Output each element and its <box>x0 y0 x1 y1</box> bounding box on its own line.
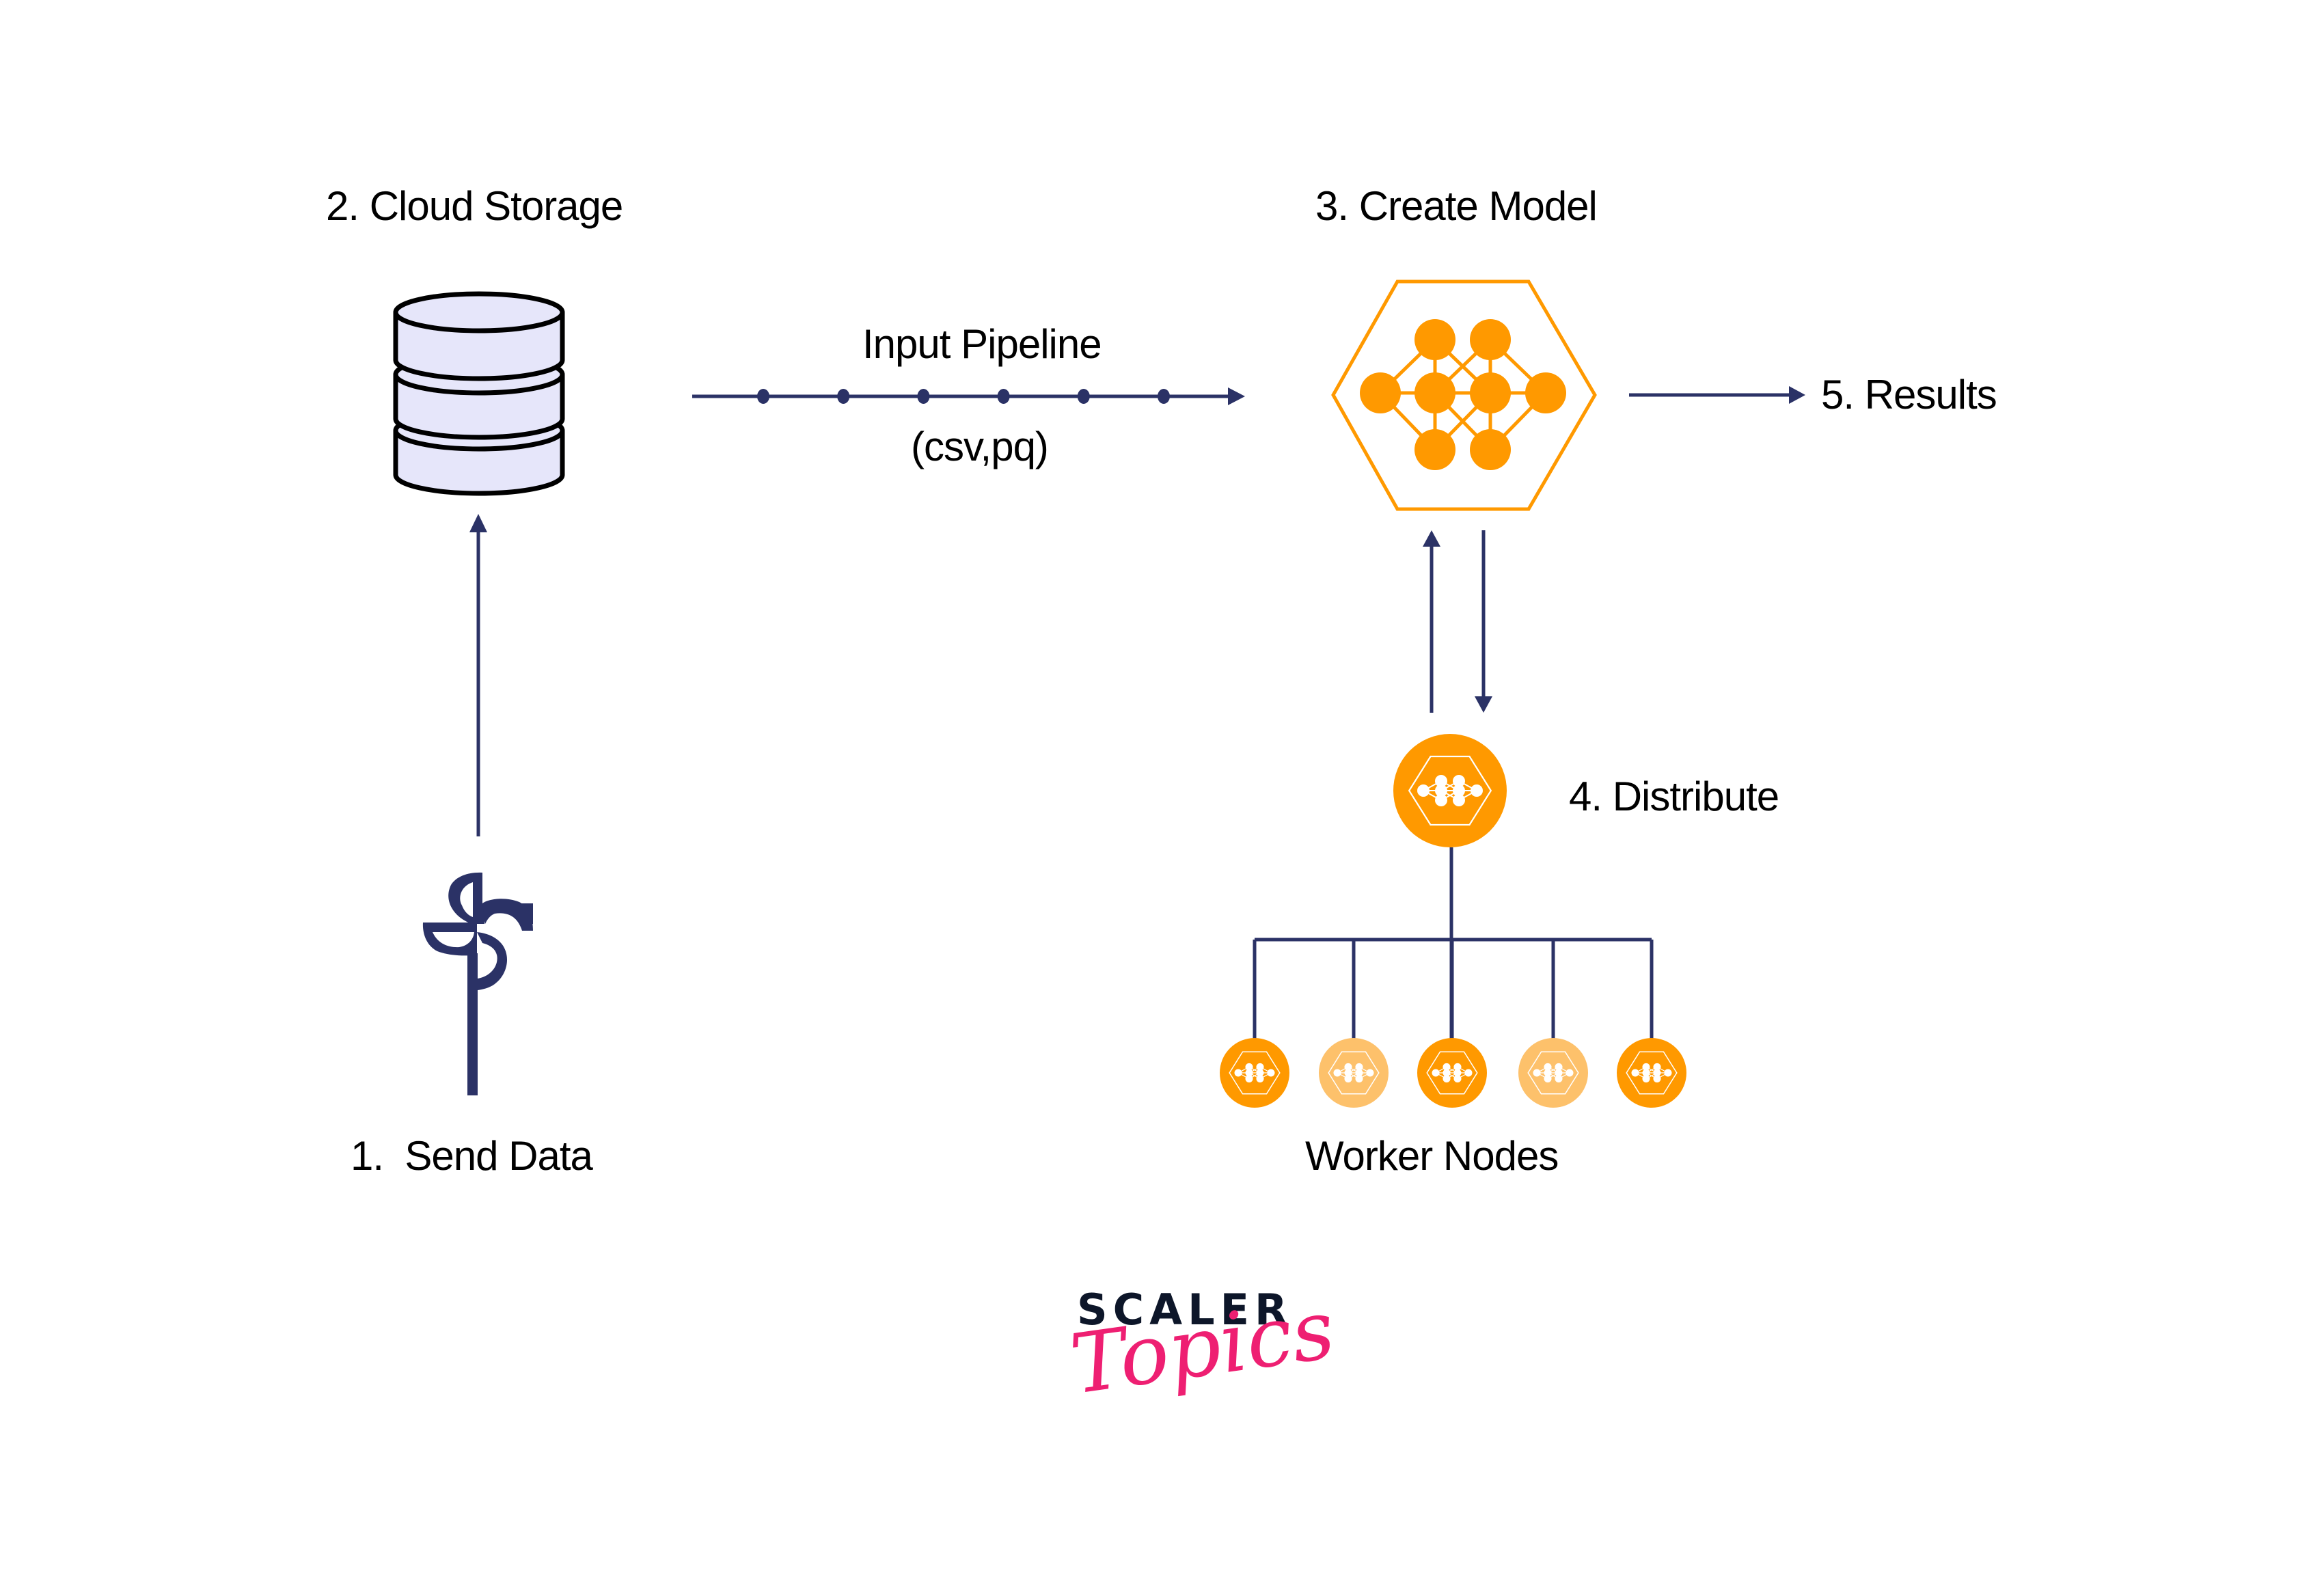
results-label: 5. Results <box>1821 372 1997 418</box>
pipeline-dot <box>917 389 930 404</box>
distribute-label: 4. Distribute <box>1569 774 1779 819</box>
pipeline-dot <box>997 389 1010 404</box>
create-model-label: 3. Create Model <box>1315 183 1598 229</box>
arrow-to-results-head <box>1789 386 1805 404</box>
pipeline-formats-label: (csv,pq) <box>911 424 1049 469</box>
distributor-network-glyph <box>1393 734 1507 847</box>
worker-node-icon <box>1220 1038 1289 1108</box>
send-data-label: 1. Send Data <box>351 1133 593 1179</box>
neural-network-hexagon-icon <box>1331 279 1597 511</box>
pipeline-dot <box>837 389 850 404</box>
distributor-node-icon <box>1393 734 1507 847</box>
arrow-down-head <box>1475 696 1492 713</box>
pipeline-label: Input Pipeline <box>862 321 1102 367</box>
scaler-logo-text: SCALER <box>1077 1285 1293 1335</box>
pipeline-dot <box>757 389 769 404</box>
pipeline-dot <box>1077 389 1090 404</box>
worker-tree-connectors <box>1253 847 1654 1039</box>
arrow-up-head <box>1423 530 1440 547</box>
worker-node-icon <box>1319 1038 1389 1108</box>
pinwheel-icon <box>422 872 533 1095</box>
worker-node-icon <box>1617 1038 1686 1108</box>
pipeline-dot <box>1158 389 1170 404</box>
worker-node-icon <box>1518 1038 1588 1108</box>
arrow-send-to-storage-head <box>469 514 487 532</box>
worker-node-icon <box>1417 1038 1487 1108</box>
cloud-storage-label: 2. Cloud Storage <box>326 183 623 229</box>
worker-nodes-label: Worker Nodes <box>1305 1133 1559 1179</box>
input-pipeline-arrow <box>692 387 1245 405</box>
database-icon <box>393 291 565 496</box>
